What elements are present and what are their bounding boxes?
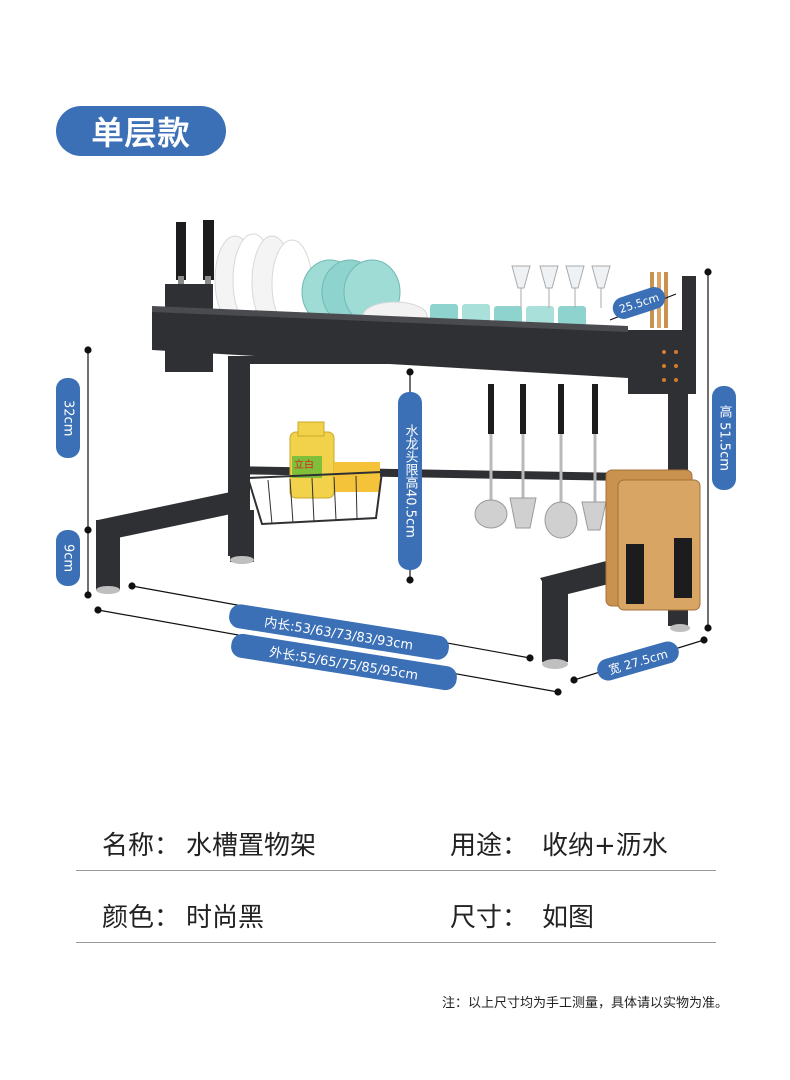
wire-basket: 立白 bbox=[246, 421, 384, 526]
hanging-utensils bbox=[474, 384, 607, 539]
product-figure: 立白 32cm 9cm 水龙头限高40.5cm 高 5 bbox=[0, 180, 790, 720]
spec-name-value: 水槽置物架 bbox=[186, 831, 317, 861]
cutting-boards bbox=[605, 469, 701, 611]
spec-name-label: 名称： bbox=[102, 831, 181, 861]
dimension-label-9cm: 9cm bbox=[56, 530, 80, 586]
total-height-label: 高 51.5cm bbox=[712, 386, 736, 490]
dimension-label-32cm: 32cm bbox=[56, 378, 80, 458]
spec-row-1: 名称： 水槽置物架 用途： 收纳+沥水 bbox=[76, 810, 716, 871]
spec-use-value: 收纳+沥水 bbox=[542, 831, 668, 861]
spec-size-value: 如图 bbox=[542, 903, 595, 933]
main-tray bbox=[152, 306, 628, 378]
style-badge: 单层款 bbox=[56, 106, 226, 156]
faucet-limit-label: 水龙头限高40.5cm bbox=[398, 392, 422, 570]
white-plates bbox=[214, 233, 313, 329]
spec-color-value: 时尚黑 bbox=[186, 903, 265, 933]
wine-glasses bbox=[511, 265, 611, 308]
dimension-lines bbox=[84, 268, 712, 696]
measurement-note: 注：以上尺寸均为手工测量，具体请以实物为准。 bbox=[441, 996, 728, 1011]
spec-row-2: 颜色： 时尚黑 尺寸： 如图 bbox=[76, 882, 716, 943]
bottle-brand-label: 立白 bbox=[294, 458, 314, 471]
spec-size-label: 尺寸： bbox=[450, 903, 529, 933]
spec-color-label: 颜色： bbox=[102, 903, 181, 933]
left-legs bbox=[96, 356, 254, 594]
dish-rack-illustration: 立白 bbox=[84, 220, 712, 696]
spec-use-label: 用途： bbox=[450, 831, 529, 861]
